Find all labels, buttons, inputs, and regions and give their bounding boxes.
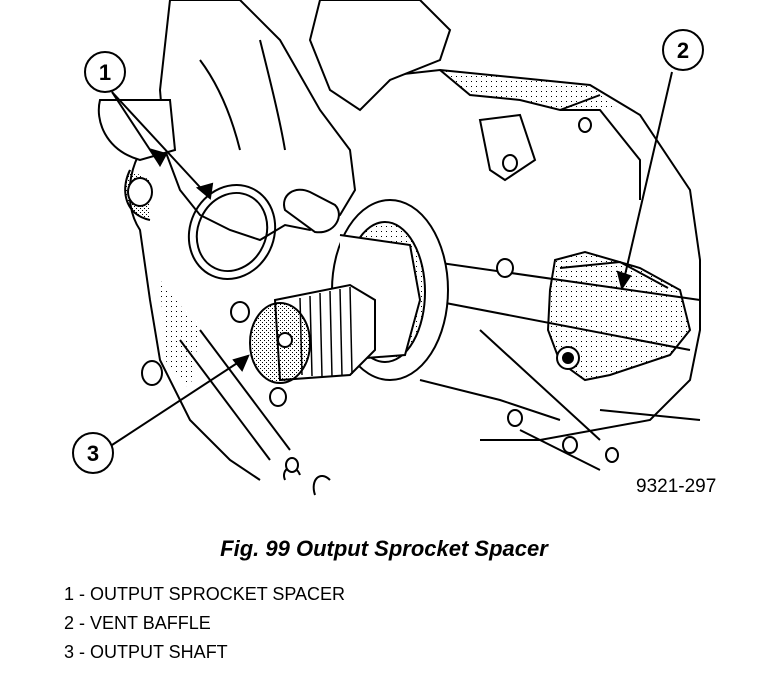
mounting-holes: [127, 117, 619, 473]
figure-caption: Fig. 99 Output Sprocket Spacer: [220, 536, 548, 561]
callout-1: 1: [84, 51, 126, 93]
leader-lines: [111, 71, 673, 446]
legend-item-vent-baffle: 2 - VENT BAFFLE: [64, 613, 211, 633]
legend-item-output-shaft: 3 - OUTPUT SHAFT: [64, 642, 228, 662]
sprocket-spacer-ring: [187, 184, 277, 280]
transfer-case-illustration: 1 2 3 9321-297: [72, 0, 716, 497]
legend-item-spacer: 1 - OUTPUT SPROCKET SPACER: [64, 584, 346, 604]
technician-hand: [97, 0, 452, 242]
svg-text:1: 1: [99, 60, 111, 85]
callout-2: 2: [662, 29, 704, 71]
callout-3: 3: [72, 432, 114, 474]
svg-text:2: 2: [677, 38, 689, 63]
svg-text:3: 3: [87, 441, 99, 466]
legend-list: 1 - OUTPUT SPROCKET SPACER 2 - VENT BAFF…: [64, 580, 345, 667]
figure-reference-code: 9321-297: [636, 476, 716, 497]
output-shaft: [249, 283, 376, 384]
vent-baffle: [546, 250, 692, 382]
